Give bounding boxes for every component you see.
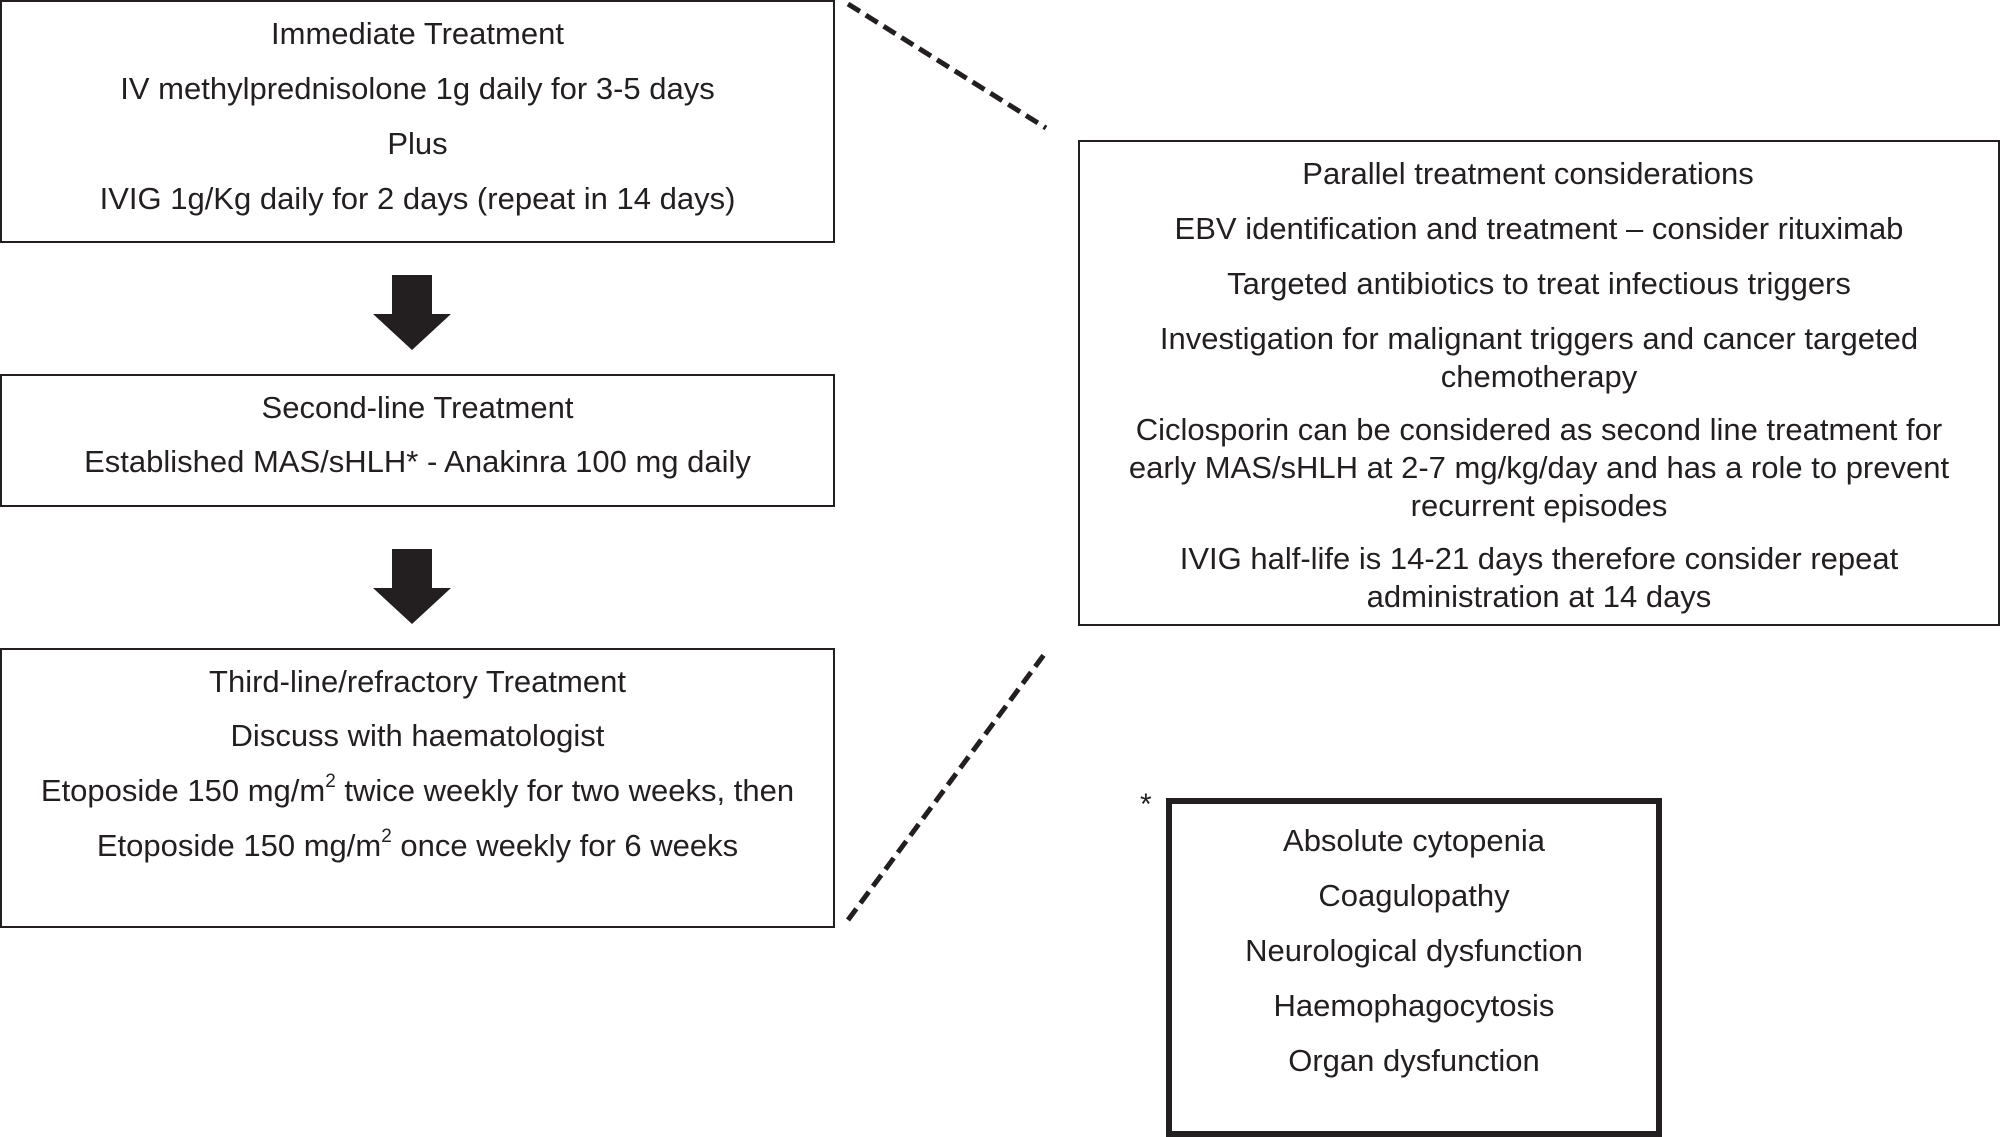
asterisk-marker: *	[1140, 788, 1152, 821]
third-line-line-2-text-end: twice weekly for two weeks, then	[335, 773, 795, 808]
second-line-treatment-box: Second-line Treatment Established MAS/sH…	[0, 374, 835, 507]
parallel-item-3-line-2: chemotherapy	[1440, 359, 1638, 394]
third-line-treatment-box: Third-line/refractory Treatment Discuss …	[0, 648, 835, 928]
parallel-item-4-line-1: Ciclosporin can be considered as second …	[1135, 412, 1943, 447]
mas-shlh-criteria-box: Absolute cytopenia Coagulopathy Neurolog…	[1166, 798, 1662, 1137]
immediate-treatment-line-2: Plus	[387, 126, 448, 161]
third-line-line-2-superscript: 2	[325, 770, 336, 792]
parallel-title: Parallel treatment considerations	[1302, 156, 1754, 191]
immediate-treatment-line-3: IVIG 1g/Kg daily for 2 days (repeat in 1…	[99, 181, 736, 216]
immediate-treatment-title: Immediate Treatment	[271, 16, 564, 51]
parallel-item-4-line-2: early MAS/sHLH at 2-7 mg/kg/day and has …	[1128, 450, 1950, 485]
dashed-connector-top	[846, 1, 1048, 131]
dashed-connector-bottom	[845, 650, 1049, 922]
second-line-title: Second-line Treatment	[261, 390, 574, 425]
third-line-line-3: Etoposide 150 mg/m2 once weekly for 6 we…	[2, 825, 833, 864]
parallel-item-4-line-3: recurrent episodes	[1410, 488, 1668, 523]
third-line-line-3-text: Etoposide 150 mg/m	[96, 828, 382, 863]
immediate-treatment-box: Immediate Treatment IV methylprednisolon…	[0, 0, 835, 243]
criteria-item-1: Absolute cytopenia	[1283, 823, 1545, 858]
parallel-considerations-box: Parallel treatment considerations EBV id…	[1078, 140, 2000, 626]
criteria-item-4: Haemophagocytosis	[1273, 988, 1555, 1023]
down-arrow-2	[373, 549, 451, 624]
parallel-item-1: EBV identification and treatment – consi…	[1174, 211, 1904, 246]
parallel-item-5-line-1: IVIG half-life is 14-21 days therefore c…	[1179, 541, 1899, 576]
down-arrow-1	[373, 275, 451, 350]
third-line-title: Third-line/refractory Treatment	[209, 664, 626, 699]
parallel-item-3-line-1: Investigation for malignant triggers and…	[1159, 321, 1919, 356]
third-line-line-2: Etoposide 150 mg/m2 twice weekly for two…	[2, 770, 833, 809]
third-line-line-2-text: Etoposide 150 mg/m	[40, 773, 326, 808]
criteria-item-2: Coagulopathy	[1318, 878, 1510, 913]
immediate-treatment-line-1: IV methylprednisolone 1g daily for 3-5 d…	[120, 71, 715, 106]
third-line-line-3-text-end: once weekly for 6 weeks	[391, 828, 739, 863]
parallel-item-5-line-2: administration at 14 days	[1366, 579, 1712, 614]
third-line-line-3-superscript: 2	[381, 825, 392, 847]
second-line-line-1: Established MAS/sHLH* - Anakinra 100 mg …	[84, 444, 751, 479]
criteria-item-3: Neurological dysfunction	[1245, 933, 1583, 968]
parallel-item-2: Targeted antibiotics to treat infectious…	[1227, 266, 1851, 301]
third-line-line-1: Discuss with haematologist	[230, 718, 605, 753]
criteria-item-5: Organ dysfunction	[1288, 1043, 1540, 1078]
